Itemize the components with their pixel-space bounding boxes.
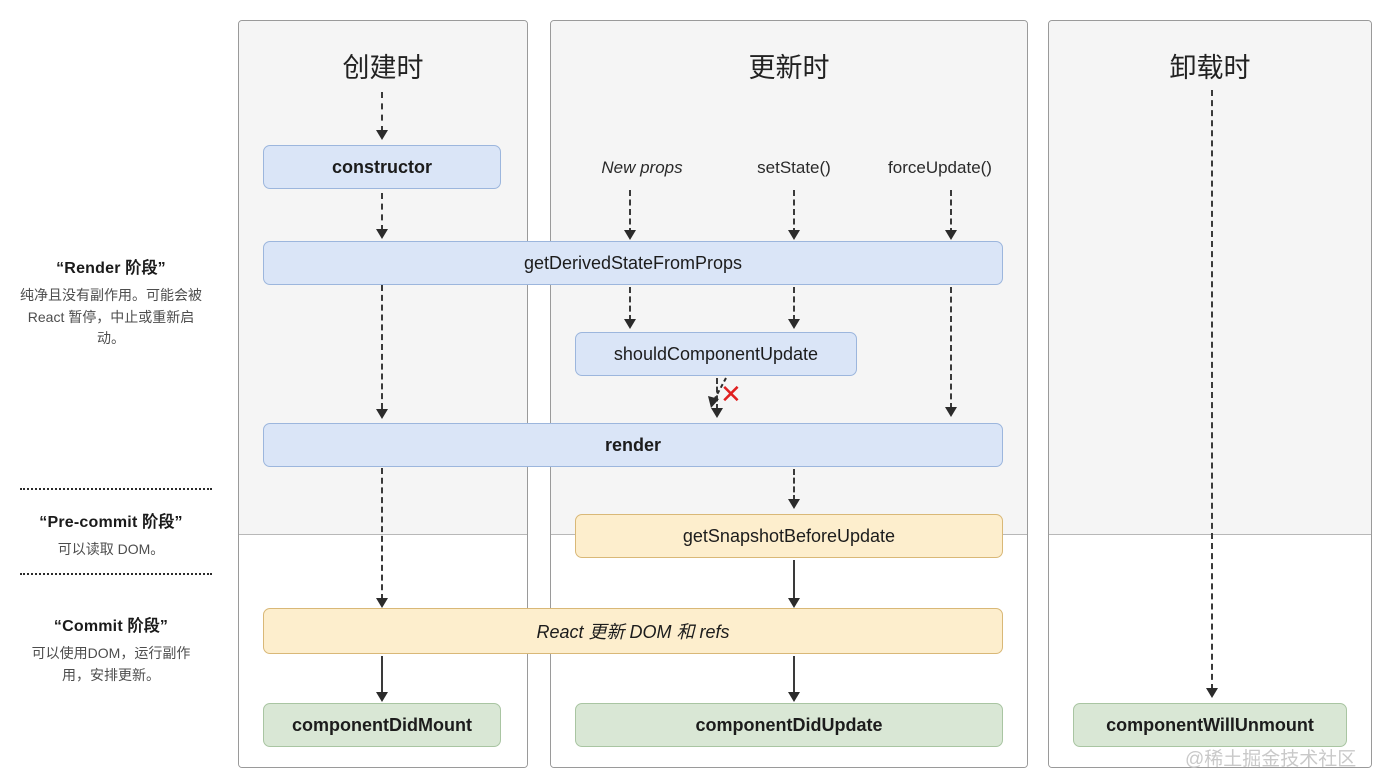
- phase-desc-commit: 可以使用DOM，运行副作用，安排更新。: [31, 645, 191, 683]
- connector-gdsfp-to-scu-right: [793, 287, 795, 321]
- render-phase-zone: [1049, 21, 1371, 536]
- phase-title-commit: “Commit 阶段”: [53, 618, 169, 635]
- trigger-set-state: setState(): [757, 158, 831, 177]
- skip-update-x-icon: ✕: [720, 379, 742, 409]
- phase-label-commit: “Commit 阶段” 可以使用DOM，运行副作用，安排更新。: [0, 612, 222, 686]
- arrowhead-gdsfp-to-scu-right: [788, 319, 800, 329]
- connector-gdsfp-to-render-mount: [381, 285, 383, 409]
- connector-constructor-to-gdsfp: [381, 193, 383, 231]
- connector-set-state: [793, 190, 795, 234]
- connector-updates-to-did-mount: [381, 656, 383, 694]
- arrowhead-updates-to-did-update: [788, 692, 800, 702]
- trigger-force-update: forceUpdate(): [888, 158, 992, 177]
- arrowhead-set-state: [788, 230, 800, 240]
- arrowhead-constructor-to-gdsfp: [376, 229, 388, 239]
- connector-to-will-unmount: [1211, 90, 1213, 690]
- arrowhead-render-to-gsbu: [788, 499, 800, 509]
- arrowhead-gdsfp-to-scu-left: [624, 319, 636, 329]
- phase-divider-top: [20, 488, 212, 490]
- node-get-snapshot-before-update[interactable]: getSnapshotBeforeUpdate: [575, 514, 1003, 558]
- node-react-updates-dom-and-refs[interactable]: React 更新 DOM 和 refs: [263, 608, 1003, 654]
- node-constructor[interactable]: constructor: [263, 145, 501, 189]
- phase-label-pre-commit: “Pre-commit 阶段” 可以读取 DOM。: [0, 508, 222, 561]
- arrowhead-gdsfp-to-render-mount: [376, 409, 388, 419]
- watermark: @稀土掘金技术社区: [1185, 749, 1357, 770]
- arrowhead-scu-to-render: [711, 408, 723, 418]
- arrowhead-force-update-bypass: [945, 407, 957, 417]
- column-panel-unmounting: [1048, 20, 1372, 768]
- phase-label-render: “Render 阶段” 纯净且没有副作用。可能会被 React 暂停，中止或重新…: [0, 254, 222, 350]
- phase-title-pre-commit: “Pre-commit 阶段”: [39, 514, 183, 531]
- column-title-updating: 更新时: [748, 53, 830, 83]
- node-component-did-mount[interactable]: componentDidMount: [263, 703, 501, 747]
- connector-new-props: [629, 190, 631, 234]
- connector-gdsfp-to-scu-left: [629, 287, 631, 321]
- arrowhead-to-will-unmount: [1206, 688, 1218, 698]
- node-component-did-update[interactable]: componentDidUpdate: [575, 703, 1003, 747]
- column-panel-updating: [550, 20, 1028, 768]
- node-component-will-unmount[interactable]: componentWillUnmount: [1073, 703, 1347, 747]
- arrowhead-new-props: [624, 230, 636, 240]
- phase-desc-render: 纯净且没有副作用。可能会被 React 暂停，中止或重新启动。: [20, 287, 202, 347]
- node-should-component-update[interactable]: shouldComponentUpdate: [575, 332, 857, 376]
- connector-gsbu-to-updates: [793, 560, 795, 600]
- connector-render-to-updates-mount: [381, 468, 383, 600]
- connector-scu-false-branch: [708, 377, 727, 408]
- arrowhead-force-update: [945, 230, 957, 240]
- arrowhead-gsbu-to-updates: [788, 598, 800, 608]
- column-title-unmounting: 卸载时: [1169, 53, 1251, 83]
- connector-force-update-bypass: [950, 287, 952, 409]
- phase-title-render: “Render 阶段”: [56, 260, 166, 277]
- connector-render-to-gsbu: [793, 469, 795, 501]
- trigger-new-props: New props: [601, 158, 683, 177]
- connector-force-update: [950, 190, 952, 234]
- phase-divider-bottom: [20, 573, 212, 575]
- connector-to-constructor: [381, 92, 383, 132]
- node-render[interactable]: render: [263, 423, 1003, 467]
- phase-desc-pre-commit: 可以读取 DOM。: [57, 541, 165, 557]
- arrowhead-updates-to-did-mount: [376, 692, 388, 702]
- column-title-mounting: 创建时: [342, 53, 424, 83]
- node-get-derived-state-from-props[interactable]: getDerivedStateFromProps: [263, 241, 1003, 285]
- connector-scu-to-render: [716, 378, 718, 410]
- connector-updates-to-did-update: [793, 656, 795, 694]
- arrowhead-to-constructor: [376, 130, 388, 140]
- arrowhead-render-to-updates-mount: [376, 598, 388, 608]
